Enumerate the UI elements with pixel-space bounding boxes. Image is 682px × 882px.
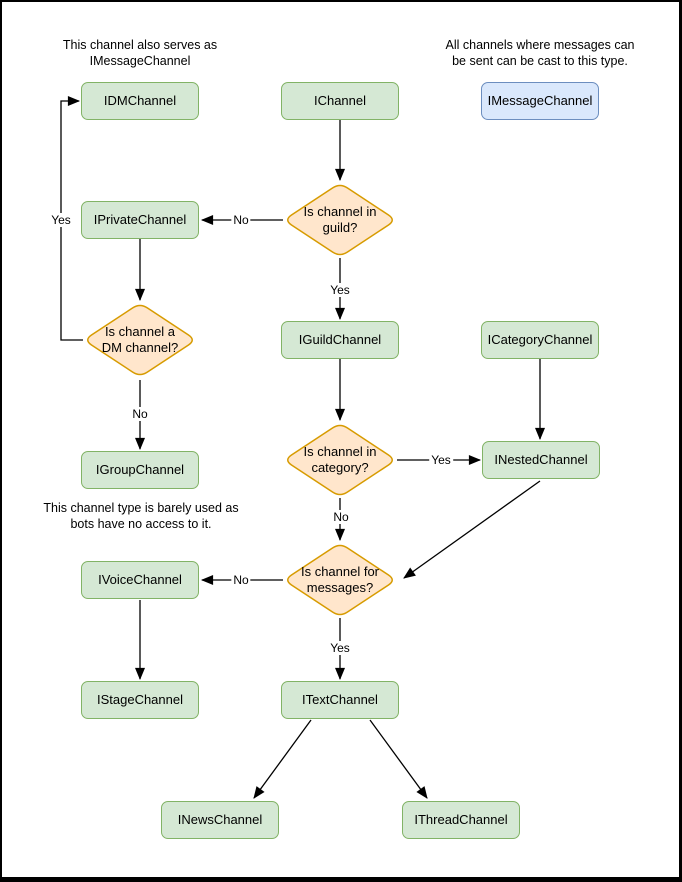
decision-is-channel-for-messages[interactable]: Is channel for messages? <box>283 542 397 618</box>
diamond-shape <box>287 424 393 496</box>
edge-label-messages-no: No <box>231 573 251 587</box>
note-line: bots have no access to it. <box>70 516 212 531</box>
edge-label-category-no: No <box>331 510 351 524</box>
node-label: INewsChannel <box>177 811 263 827</box>
node-iguildchannel[interactable]: IGuildChannel <box>281 321 399 359</box>
node-label: IDMChannel <box>103 92 177 108</box>
node-label: INestedChannel <box>494 451 588 467</box>
edge-label-dm-yes: Yes <box>49 213 73 227</box>
note-line: IMessageChannel <box>89 53 191 68</box>
decision-label: Is channel for messages? <box>300 564 380 595</box>
node-label: IThreadChannel <box>414 811 508 827</box>
node-label: ICategoryChannel <box>487 331 593 347</box>
note-line: be sent can be cast to this type. <box>452 53 628 68</box>
node-ithreadchannel[interactable]: IThreadChannel <box>402 801 520 839</box>
edge-label-dm-no: No <box>130 407 150 421</box>
edge-label-messages-yes: Yes <box>328 641 352 655</box>
node-icategorychannel[interactable]: ICategoryChannel <box>481 321 599 359</box>
decision-is-channel-in-guild[interactable]: Is channel in guild? <box>283 182 397 258</box>
decision-label: Is channel in guild? <box>303 204 377 235</box>
edge-itextchannel-to-ithreadchannel <box>369 719 428 799</box>
node-iprivatechannel[interactable]: IPrivateChannel <box>81 201 199 239</box>
note-dm-channel: This channel also serves as IMessageChan… <box>63 38 217 69</box>
node-label: IVoiceChannel <box>98 571 182 587</box>
note-message-channel: All channels where messages can be sent … <box>446 38 635 69</box>
node-itextchannel[interactable]: ITextChannel <box>281 681 399 719</box>
note-line: This channel type is barely used as <box>43 501 239 515</box>
node-ivoicechannel[interactable]: IVoiceChannel <box>81 561 199 599</box>
node-imessagechannel[interactable]: IMessageChannel <box>481 82 599 120</box>
edge-inestedchannel-to-messages-decision <box>403 480 541 579</box>
edge-label-guild-yes: Yes <box>328 283 352 297</box>
diamond-shape <box>287 544 393 616</box>
diamond-shape <box>87 304 193 376</box>
node-inestedchannel[interactable]: INestedChannel <box>482 441 600 479</box>
node-label: IPrivateChannel <box>93 211 187 227</box>
note-line: All channels where messages can <box>445 38 635 52</box>
node-label: IStageChannel <box>96 691 183 707</box>
node-idmchannel[interactable]: IDMChannel <box>81 82 199 120</box>
node-istagechannel[interactable]: IStageChannel <box>81 681 199 719</box>
node-inewschannel[interactable]: INewsChannel <box>161 801 279 839</box>
decision-label: Is channel a DM channel? <box>101 324 179 355</box>
node-label: ITextChannel <box>302 691 378 707</box>
node-label: IGroupChannel <box>95 461 185 477</box>
node-label: IMessageChannel <box>487 92 593 108</box>
edge-label-guild-no: No <box>231 213 251 227</box>
decision-is-channel-a-dm[interactable]: Is channel a DM channel? <box>83 302 197 378</box>
note-line: This channel also serves as <box>62 38 218 52</box>
diamond-shape <box>287 184 393 256</box>
edge-itextchannel-to-inewschannel <box>253 719 312 799</box>
decision-is-channel-in-category[interactable]: Is channel in category? <box>283 422 397 498</box>
note-group-channel: This channel type is barely used as bots… <box>43 501 238 532</box>
node-ichannel[interactable]: IChannel <box>281 82 399 120</box>
node-label: IGuildChannel <box>298 331 382 347</box>
decision-label: Is channel in category? <box>303 444 377 475</box>
node-label: IChannel <box>313 92 367 108</box>
node-igroupchannel[interactable]: IGroupChannel <box>81 451 199 489</box>
edge-label-category-yes: Yes <box>429 453 453 467</box>
